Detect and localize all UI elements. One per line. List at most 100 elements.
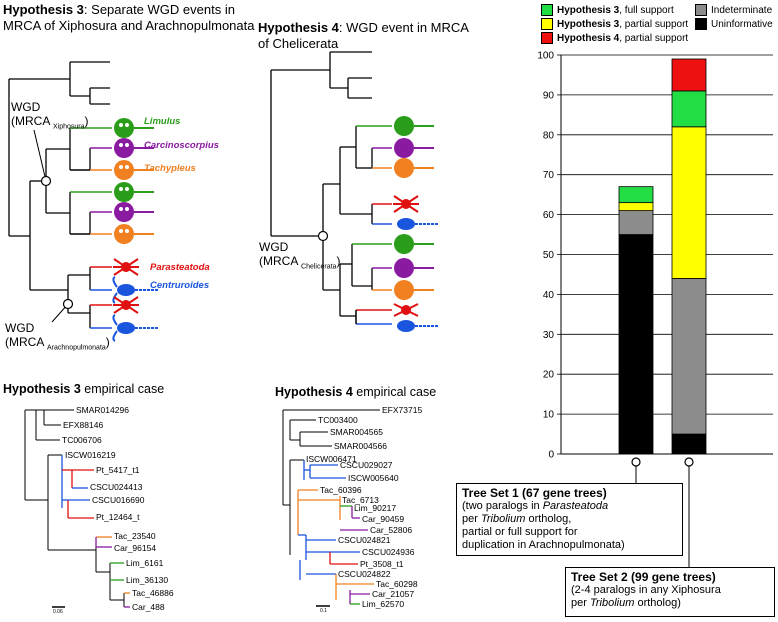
y-tick-label: 0 bbox=[548, 450, 554, 461]
emp4-leaf: CSCU029027 bbox=[340, 460, 393, 470]
emp3-leaf: Tac_46886 bbox=[132, 588, 174, 598]
species-label-parasteatoda: Parasteatoda bbox=[150, 262, 210, 273]
horseshoe-crab-icon bbox=[394, 234, 434, 254]
y-tick-label: 100 bbox=[537, 51, 554, 62]
scorpion-icon bbox=[112, 314, 158, 342]
emp3-leaf: Tac_23540 bbox=[114, 531, 156, 541]
spider-icon bbox=[113, 296, 139, 314]
hyp3-title-rest: : Separate WGD events in bbox=[83, 2, 235, 17]
tree-set-2-title: Tree Set 2 (99 gene trees) bbox=[571, 570, 716, 584]
emp4-title: Hypothesis 4 empirical case bbox=[275, 385, 437, 399]
emp3-leaf: ISCW016219 bbox=[65, 450, 116, 460]
bar-segment bbox=[618, 186, 654, 204]
hyp4-title-line2: of Chelicerata bbox=[258, 36, 339, 51]
emp4-leaf: CSCU024822 bbox=[338, 569, 391, 579]
y-tick-label: 20 bbox=[543, 370, 555, 381]
legend-item-h3-full: Hypothesis 3, full support bbox=[541, 4, 674, 16]
emp4-leaf: ISCW006471 bbox=[306, 454, 357, 464]
emp3-leaf: CSCU016690 bbox=[92, 495, 145, 505]
legend-swatch bbox=[695, 18, 707, 30]
scorpion-icon bbox=[397, 320, 438, 332]
species-label-carcinoscorpius: Carcinoscorpius bbox=[144, 140, 219, 151]
hyp4-title-rest: : WGD event in MRCA bbox=[338, 20, 469, 35]
emp4-leaf: ISCW005640 bbox=[348, 473, 399, 483]
tree-set-2-box: Tree Set 2 (99 gene trees) (2-4 paralogs… bbox=[565, 567, 775, 617]
emp4-leaf: CSCU024821 bbox=[338, 535, 391, 545]
legend-item-h4-partial: Hypothesis 4, partial support bbox=[541, 32, 688, 44]
legend-item-indeterminate: Indeterminate bbox=[695, 4, 772, 16]
emp3-leaf: Pt_12464_t bbox=[96, 512, 140, 522]
species-label-centruroides: Centruroides bbox=[150, 280, 210, 291]
emp4-leaf: Pt_3508_t1 bbox=[360, 559, 404, 569]
emp4-leaf: Lim_62570 bbox=[362, 599, 405, 609]
emp4-leaf: CSCU024936 bbox=[362, 547, 415, 557]
y-tick-label: 30 bbox=[543, 330, 555, 341]
emp3-leaf: SMAR014296 bbox=[76, 405, 129, 415]
wgd-chelicerata-label: WGD (MRCA Chelicerata) bbox=[259, 240, 341, 271]
bar-segment bbox=[671, 278, 707, 435]
legend-item-h3-partial: Hypothesis 3, partial support bbox=[541, 18, 688, 30]
emp4-leaf: TC003400 bbox=[318, 415, 358, 425]
spider-icon bbox=[113, 258, 139, 276]
horseshoe-crab-icon bbox=[394, 258, 434, 278]
bar-pointer-circle bbox=[631, 457, 641, 467]
emp3-title: Hypothesis 3 empirical case bbox=[3, 382, 165, 396]
y-tick-label: 90 bbox=[543, 90, 555, 101]
emp4-leaf: Tac_60298 bbox=[376, 579, 418, 589]
emp4-leaf: Car_52806 bbox=[370, 525, 413, 535]
bar-segment bbox=[618, 234, 654, 455]
legend-swatch bbox=[541, 32, 553, 44]
emp4-leaf: Tac_60396 bbox=[320, 485, 362, 495]
emp3-leaf: TC006706 bbox=[62, 435, 102, 445]
emp3-leaf: EFX88146 bbox=[63, 420, 104, 430]
y-tick-label: 50 bbox=[543, 250, 555, 261]
species-label-tachypleus: Tachypleus bbox=[144, 163, 196, 174]
emp4-leaf: Lim_90217 bbox=[354, 503, 397, 513]
y-tick-label: 70 bbox=[543, 170, 555, 181]
emp3-leaf: Lim_6161 bbox=[126, 558, 164, 568]
horseshoe-crab-icon bbox=[394, 116, 434, 136]
spider-icon bbox=[393, 195, 419, 213]
bar-segment bbox=[671, 90, 707, 128]
emp3-scale-label: 0.06 bbox=[53, 609, 63, 615]
hyp4-title-bold: Hypothesis 4 bbox=[258, 20, 339, 35]
emp4-scale-label: 0.1 bbox=[320, 608, 327, 614]
wgd-arachnopulmonata-label: WGD (MRCA Arachnopulmonata) bbox=[5, 321, 110, 352]
hyp3-title-line2: MRCA of Xiphosura and Arachnopulmonata bbox=[3, 18, 255, 33]
scorpion-icon bbox=[397, 218, 438, 230]
emp4-leaf: SMAR004565 bbox=[330, 427, 383, 437]
emp4-leaf: Car_90459 bbox=[362, 514, 405, 524]
legend-swatch bbox=[695, 4, 707, 16]
y-tick-label: 60 bbox=[543, 210, 555, 221]
y-tick-label: 80 bbox=[543, 130, 555, 141]
legend-item-uninformative: Uninformative bbox=[695, 18, 773, 30]
legend-swatch bbox=[541, 4, 553, 16]
bar-segment bbox=[671, 433, 707, 455]
horseshoe-crab-icon bbox=[394, 280, 434, 300]
y-tick-label: 40 bbox=[543, 290, 555, 301]
legend-swatch bbox=[541, 18, 553, 30]
horseshoe-crab-icon bbox=[114, 224, 154, 244]
species-label-limulus: Limulus bbox=[144, 116, 181, 127]
emp3-leaf: Lim_36130 bbox=[126, 575, 169, 585]
y-tick-label: 10 bbox=[543, 410, 555, 421]
emp3-leaf: Car_96154 bbox=[114, 543, 157, 553]
emp3-leaf: Pt_5417_t1 bbox=[96, 465, 140, 475]
tree-set-1-box: Tree Set 1 (67 gene trees) (two paralogs… bbox=[456, 483, 683, 556]
bar-segment bbox=[671, 58, 707, 92]
emp4-leaf: Tac_6713 bbox=[342, 495, 379, 505]
spider-icon bbox=[393, 303, 419, 317]
hyp3-title: Hypothesis 3: Separate WGD events in MRC… bbox=[3, 2, 255, 34]
hyp3-title-bold: Hypothesis 3 bbox=[3, 2, 84, 17]
bar-segment bbox=[618, 202, 654, 212]
horseshoe-crab-icon bbox=[394, 138, 434, 158]
emp4-leaf: EFX73715 bbox=[382, 405, 423, 415]
horseshoe-crab-icon bbox=[114, 182, 154, 202]
emp4-leaf: Car_21057 bbox=[372, 589, 415, 599]
emp4-leaf: SMAR004566 bbox=[334, 441, 387, 451]
bar-segment bbox=[671, 126, 707, 279]
hyp4-title: Hypothesis 4: WGD event in MRCA of Cheli… bbox=[258, 20, 469, 52]
horseshoe-crab-icon bbox=[114, 202, 154, 222]
bar-segment bbox=[618, 210, 654, 235]
horseshoe-crab-icon bbox=[394, 158, 434, 178]
